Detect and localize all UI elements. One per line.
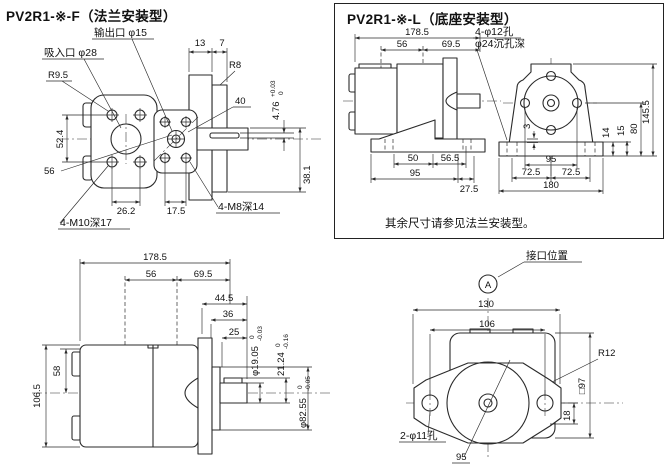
dim-69-5-base: 69.5	[442, 39, 461, 50]
dim-13: 13	[195, 38, 206, 49]
radius-8-label: R8	[229, 60, 241, 71]
dim-56: 56	[146, 269, 157, 280]
key-width-dim: 4.76	[271, 102, 282, 121]
hole-label-line2: φ24沉孔深	[475, 37, 525, 50]
base-section-title: PV2R1-※-L（底座安装型）	[347, 12, 518, 27]
dim-40: 40	[235, 96, 246, 107]
dim-15: 15	[616, 125, 627, 136]
dim-69-5: 69.5	[194, 269, 213, 280]
square-97-dim: □97	[577, 378, 588, 394]
dim-130: 130	[478, 299, 494, 310]
hole-label-line1: 4-φ12孔	[475, 25, 514, 38]
side-view-outline	[32, 276, 332, 455]
dim-106-5: 106.5	[32, 384, 43, 408]
dim-56: 56	[44, 166, 55, 177]
shaft-dia-tol-lower: -0.03	[257, 326, 264, 341]
side-view-drawing: 178.5 56 69.5 44.5 36 25 106.5 58 φ19.05	[32, 252, 332, 455]
dim-27-5: 27.5	[460, 184, 479, 195]
dim-7: 7	[219, 38, 224, 49]
dim-44-5: 44.5	[215, 293, 234, 304]
key-height-tol-lower: -0.16	[283, 334, 290, 349]
dim-14: 14	[601, 127, 612, 138]
dim-95-side: 95	[410, 168, 421, 179]
outlet-port-label: 输出口 φ15	[94, 26, 147, 39]
thread-m10-label: 4-M10深17	[60, 217, 112, 229]
front-view-outline	[406, 298, 623, 458]
flange-view-outline	[59, 74, 322, 201]
flange-view-dimensions: 输出口 φ15 吸入口 φ28 R9.5 13 7 R8 40 52.4 56 …	[42, 26, 313, 230]
dim-72-5-right: 72.5	[562, 167, 581, 178]
dim-3: 3	[522, 124, 533, 129]
radius-9-5-label: R9.5	[48, 70, 68, 81]
spigot-dia-dim: φ82.55	[298, 398, 309, 428]
dim-180: 180	[543, 180, 559, 191]
dim-145-5: 145.5	[641, 100, 652, 124]
port-symbol-circle	[478, 274, 498, 294]
side-view-dimensions: 178.5 56 69.5 44.5 36 25 106.5 58 φ19.05	[32, 252, 312, 448]
dim-18: 18	[562, 410, 573, 421]
dim-72-5-left: 72.5	[522, 167, 541, 178]
radius-12-label: R12	[598, 348, 615, 359]
shaft-dia-dim: φ19.05	[250, 346, 261, 376]
base-side-view-dimensions: 178.5 56 69.5 50 56.5 95 27.5	[354, 27, 481, 195]
flange-type-drawing: 输出口 φ15 吸入口 φ28 R9.5 13 7 R8 40 52.4 56 …	[42, 26, 322, 230]
key-width-tol-lower: 0	[278, 91, 285, 95]
base-front-view-dimensions: 4-φ12孔 φ24沉孔深 14 15 80 145.5 3 95	[473, 25, 657, 194]
key-width-tol-upper: +0.03	[270, 80, 277, 97]
spigot-dia-tol-lower: -0.05	[305, 376, 312, 391]
dim-36: 36	[223, 309, 234, 320]
key-height-dim: 21.24	[276, 352, 287, 376]
dim-95: 95	[456, 452, 467, 463]
base-section-note: 其余尺寸请参见法兰安装型。	[385, 218, 535, 230]
key-height-tol-upper: 0	[275, 343, 282, 347]
port-symbol-letter: A	[485, 280, 492, 291]
dim-178-5: 178.5	[143, 252, 167, 263]
thread-m8-label: 4-M8深14	[218, 201, 264, 213]
dim-25: 25	[229, 327, 240, 338]
dim-178-5-side: 178.5	[405, 27, 429, 38]
front-view-drawing: 接口位置 A 130 106 R12	[399, 249, 623, 464]
base-section-frame: PV2R1-※-L（底座安装型） 178.5	[334, 3, 664, 239]
front-view-dimensions: 130 106 R12 18 □97 2-φ11孔 95	[399, 299, 615, 464]
base-type-drawing: 178.5 56 69.5 50 56.5 95 27.5	[343, 25, 657, 195]
port-position-label: 接口位置	[526, 249, 568, 262]
dim-38-1: 38.1	[302, 166, 313, 185]
dim-58: 58	[52, 366, 63, 377]
shaft-dia-tol-upper: 0	[249, 335, 256, 339]
dim-26-2: 26.2	[117, 206, 136, 217]
dim-17-5: 17.5	[167, 206, 186, 217]
dim-106: 106	[479, 319, 495, 330]
base-side-view-outline	[343, 46, 501, 153]
dim-50: 50	[408, 153, 419, 164]
dim-56-base: 56	[397, 39, 408, 50]
front-view-callout: 接口位置 A	[478, 249, 582, 294]
dim-56-5: 56.5	[441, 153, 460, 164]
spigot-dia-tol-upper: 0	[297, 385, 304, 389]
inlet-port-label: 吸入口 φ28	[44, 47, 97, 59]
flange-section-title: PV2R1-※-F（法兰安装型）	[6, 9, 177, 24]
mount-holes-label: 2-φ11孔	[400, 429, 438, 442]
dim-52-4: 52.4	[55, 130, 66, 149]
dim-80: 80	[629, 123, 640, 134]
